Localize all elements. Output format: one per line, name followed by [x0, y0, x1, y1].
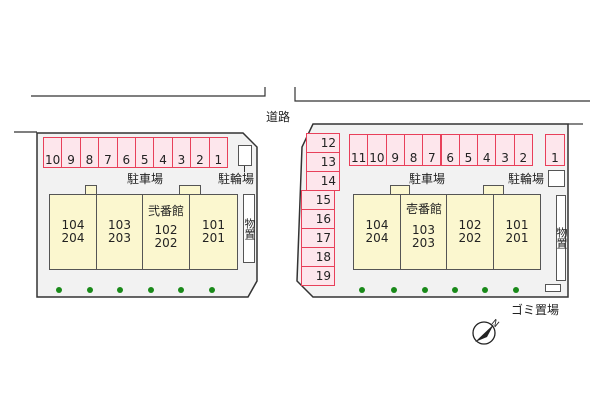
- north-compass-icon: N: [472, 318, 501, 345]
- unit-number: 202: [458, 231, 482, 245]
- unit-number: 102: [458, 218, 482, 232]
- parking-stall: 18: [301, 247, 335, 267]
- lot1-storage: 物置: [555, 195, 568, 281]
- road-label: 道路: [266, 110, 291, 124]
- parking-stall: 15: [301, 190, 335, 210]
- unit-number: 101: [505, 218, 529, 232]
- lot1-bicycle-label: 駐輪場: [508, 172, 545, 186]
- parking-stall: 4: [153, 137, 173, 168]
- lot1-storage-label: 物置: [555, 227, 568, 249]
- parking-stall: 8: [403, 134, 424, 166]
- parking-stall: 11: [349, 134, 369, 166]
- unit-number: 104: [365, 218, 389, 232]
- parking-stall: 12: [306, 133, 340, 153]
- unit-number: 204: [61, 231, 85, 245]
- lot2-parking-label: 駐車場: [127, 172, 164, 186]
- unit-number: 103: [108, 218, 131, 232]
- parking-stall: 14: [306, 171, 340, 191]
- parking-stall: 5: [135, 137, 155, 168]
- unit-number: 102: [154, 223, 178, 237]
- parking-stall: 16: [301, 209, 335, 229]
- unit-number: 103: [412, 223, 435, 237]
- parking-stall: 7: [422, 134, 442, 166]
- lot1-garbage-area: [545, 284, 561, 292]
- lot2-storage: 物置: [243, 194, 256, 263]
- unit-number: 101: [202, 218, 225, 232]
- svg-text:N: N: [489, 318, 501, 330]
- parking-stall: 2: [513, 134, 533, 166]
- tree-icon: [513, 287, 519, 293]
- parking-stall: 10: [43, 137, 63, 168]
- tree-icon: [391, 287, 397, 293]
- unit-number: 203: [108, 231, 131, 245]
- unit-number: 202: [154, 236, 178, 250]
- tree-icon: [87, 287, 93, 293]
- lot1-building-name: 壱番館: [406, 202, 443, 216]
- parking-stall: 9: [385, 134, 405, 166]
- tree-icon: [422, 287, 428, 293]
- lot1-parking-label: 駐車場: [409, 172, 446, 186]
- parking-stall: 7: [98, 137, 118, 168]
- tree-icon: [359, 287, 365, 293]
- lot2-bicycle-parking: [238, 145, 252, 166]
- lot1-bicycle-parking: [548, 170, 565, 187]
- unit-number: 204: [365, 231, 389, 245]
- parking-stall: 1: [208, 137, 228, 168]
- parking-stall: 3: [495, 134, 515, 166]
- parking-stall: 10: [367, 134, 387, 166]
- parking-stall: 3: [171, 137, 192, 168]
- lot2-storage-label: 物置: [243, 217, 256, 240]
- parking-stall: 4: [477, 134, 497, 166]
- parking-stall: 19: [301, 266, 335, 286]
- parking-stall: 6: [440, 134, 460, 166]
- parking-stall: 13: [306, 152, 340, 172]
- tree-icon: [482, 287, 488, 293]
- unit-number: 104: [61, 218, 85, 232]
- lot2-building-name: 弐番館: [148, 204, 185, 218]
- unit-number: 201: [505, 231, 529, 245]
- parking-stall: 6: [116, 137, 136, 168]
- parking-stall: 1: [545, 134, 565, 166]
- lot1-garbage-label: ゴミ置場: [511, 303, 560, 317]
- tree-icon: [117, 287, 123, 293]
- unit-number: 201: [202, 231, 225, 245]
- tree-icon: [452, 287, 458, 293]
- lot2-bicycle-label: 駐輪場: [218, 172, 255, 186]
- parking-stall: 8: [79, 137, 100, 168]
- tree-icon: [148, 287, 154, 293]
- tree-icon: [56, 287, 62, 293]
- tree-icon: [178, 287, 184, 293]
- parking-stall: 5: [458, 134, 479, 166]
- parking-stall: 17: [301, 228, 335, 248]
- parking-stall: 2: [190, 137, 210, 168]
- tree-icon: [209, 287, 215, 293]
- parking-stall: 9: [61, 137, 81, 168]
- unit-number: 203: [412, 236, 435, 250]
